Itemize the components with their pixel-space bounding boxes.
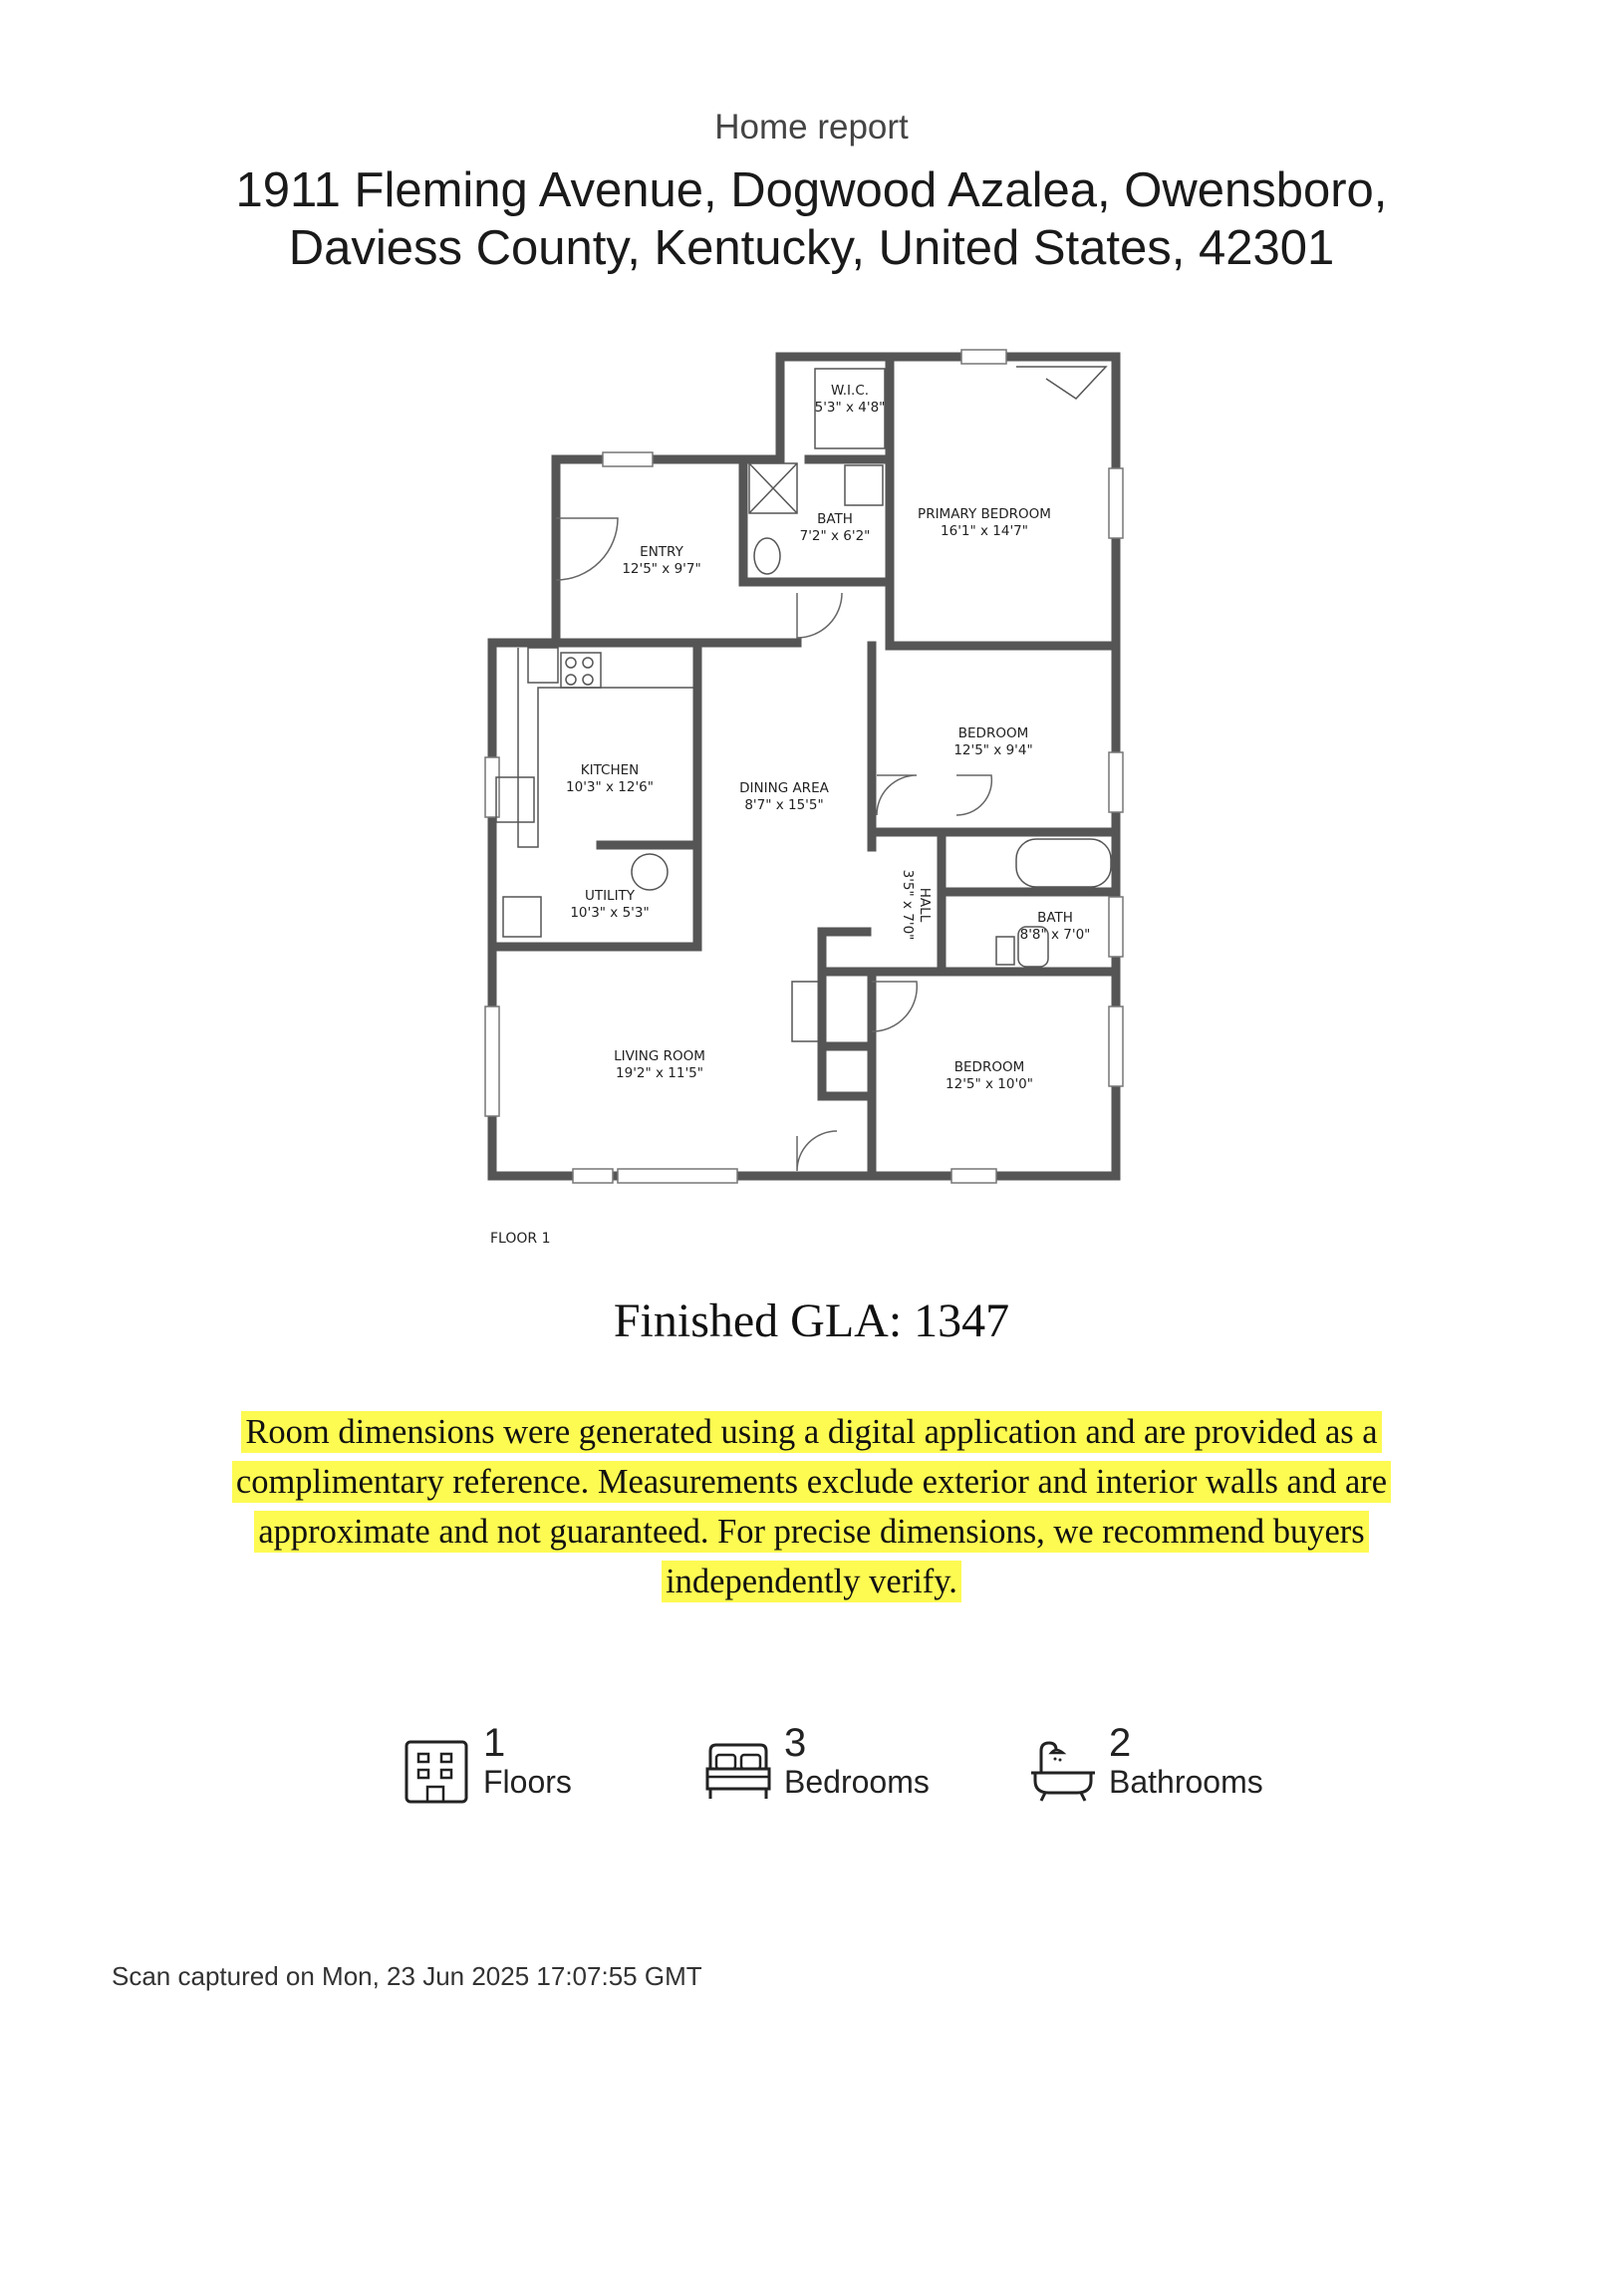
door [876, 774, 918, 816]
disclaimer-line-2: complimentary reference. Measurements ex… [231, 1461, 1392, 1503]
bathrooms-count: 2 [1109, 1721, 1132, 1765]
bed-icon [705, 1743, 771, 1799]
room-dims: 5'3" x 4'8" [815, 400, 886, 416]
shower [748, 462, 798, 514]
window [572, 1168, 614, 1184]
room-dims: 16'1" x 14'7" [941, 523, 1028, 539]
door [955, 774, 993, 816]
door [871, 981, 919, 1032]
window [1108, 467, 1124, 539]
counter [517, 648, 697, 848]
fixtures [495, 366, 1112, 1042]
disclaimer-line-3: approximate and not guaranteed. For prec… [254, 1511, 1369, 1553]
stat-bathrooms: 2 Bathrooms [1029, 1721, 1288, 1811]
room-dims: 19'2" x 11'5" [616, 1065, 703, 1081]
floor-plan: W.I.C. 5'3" x 4'8" BATH 7'2" x 6'2" PRIM… [484, 349, 1124, 1184]
floors-count: 1 [483, 1721, 506, 1765]
floors-label: Floors [483, 1764, 572, 1800]
room-dims: 8'8" x 7'0" [1020, 927, 1091, 943]
room-name: UTILITY [585, 888, 636, 904]
address-line-1: 1911 Fleming Avenue, Dogwood Azalea, Owe… [235, 163, 1388, 217]
toilet [753, 537, 781, 575]
room-dims: 8'7" x 15'5" [744, 797, 823, 813]
bathtub-icon [1031, 1741, 1095, 1802]
bedrooms-label: Bedrooms [784, 1764, 930, 1800]
doors [555, 517, 993, 1172]
sink [995, 936, 1015, 966]
toilet [1017, 926, 1049, 968]
room-name: BEDROOM [954, 1059, 1024, 1075]
washer [502, 896, 542, 938]
room-labels: W.I.C. 5'3" x 4'8" BATH 7'2" x 6'2" PRIM… [566, 383, 1090, 1092]
window [960, 349, 1007, 365]
sink [844, 464, 884, 506]
fireplace [791, 981, 821, 1042]
stove-knobs [527, 647, 559, 684]
room-name: ENTRY [640, 544, 683, 560]
report-label: Home report [714, 108, 909, 146]
disclaimer-line-1: Room dimensions were generated using a d… [241, 1411, 1382, 1453]
room-name: BEDROOM [958, 725, 1028, 741]
stat-bedrooms: 3 Bedrooms [704, 1721, 963, 1811]
exterior-wall [487, 352, 1121, 1181]
room-name: LIVING ROOM [614, 1048, 705, 1064]
building-icon [405, 1740, 468, 1804]
bathrooms-label: Bathrooms [1109, 1764, 1263, 1800]
closet-door [1016, 366, 1108, 400]
room-name: KITCHEN [581, 762, 640, 778]
window [484, 1005, 500, 1117]
stat-floors: 1 Floors [404, 1721, 603, 1811]
bedrooms-count: 3 [784, 1721, 807, 1765]
room-name: HALL [917, 888, 933, 923]
scan-timestamp: Scan captured on Mon, 23 Jun 2025 17:07:… [112, 1961, 702, 1991]
door [796, 1130, 838, 1172]
window [1108, 896, 1124, 958]
room-name: W.I.C. [831, 383, 869, 399]
room-dims: 12'5" x 10'0" [946, 1076, 1033, 1092]
room-name: PRIMARY BEDROOM [918, 506, 1051, 522]
water-heater [631, 853, 669, 891]
room-dims: 12'5" x 9'7" [622, 561, 700, 577]
closet-shelf [814, 368, 886, 449]
room-name: BATH [817, 511, 853, 527]
window [484, 756, 500, 818]
floor-label: FLOOR 1 [490, 1231, 551, 1247]
room-name: BATH [1037, 910, 1073, 926]
room-name: DINING AREA [739, 780, 829, 796]
window [950, 1168, 997, 1184]
windows [484, 349, 1124, 1184]
room-dims: 10'3" x 5'3" [570, 905, 649, 921]
window [1108, 751, 1124, 813]
kitchen-sink [495, 776, 535, 823]
room-dims: 3'5" x 7'0" [900, 870, 916, 941]
room-dims: 7'2" x 6'2" [800, 528, 871, 544]
address-line-2: Daviess County, Kentucky, United States,… [288, 220, 1335, 275]
window [602, 451, 654, 467]
finished-gla: Finished GLA: 1347 [613, 1294, 1010, 1347]
door [555, 517, 619, 581]
room-dims: 10'3" x 12'6" [566, 779, 654, 795]
floor-plan-walls [487, 352, 1121, 1181]
window [1108, 1005, 1124, 1087]
property-address: 1911 Fleming Avenue, Dogwood Azalea, Owe… [0, 162, 1623, 278]
door [796, 592, 843, 639]
disclaimer-line-4: independently verify. [662, 1561, 961, 1602]
bathtub [1015, 838, 1112, 888]
window [617, 1168, 738, 1184]
room-dims: 12'5" x 9'4" [953, 742, 1032, 758]
disclaimer: Room dimensions were generated using a d… [179, 1407, 1444, 1606]
